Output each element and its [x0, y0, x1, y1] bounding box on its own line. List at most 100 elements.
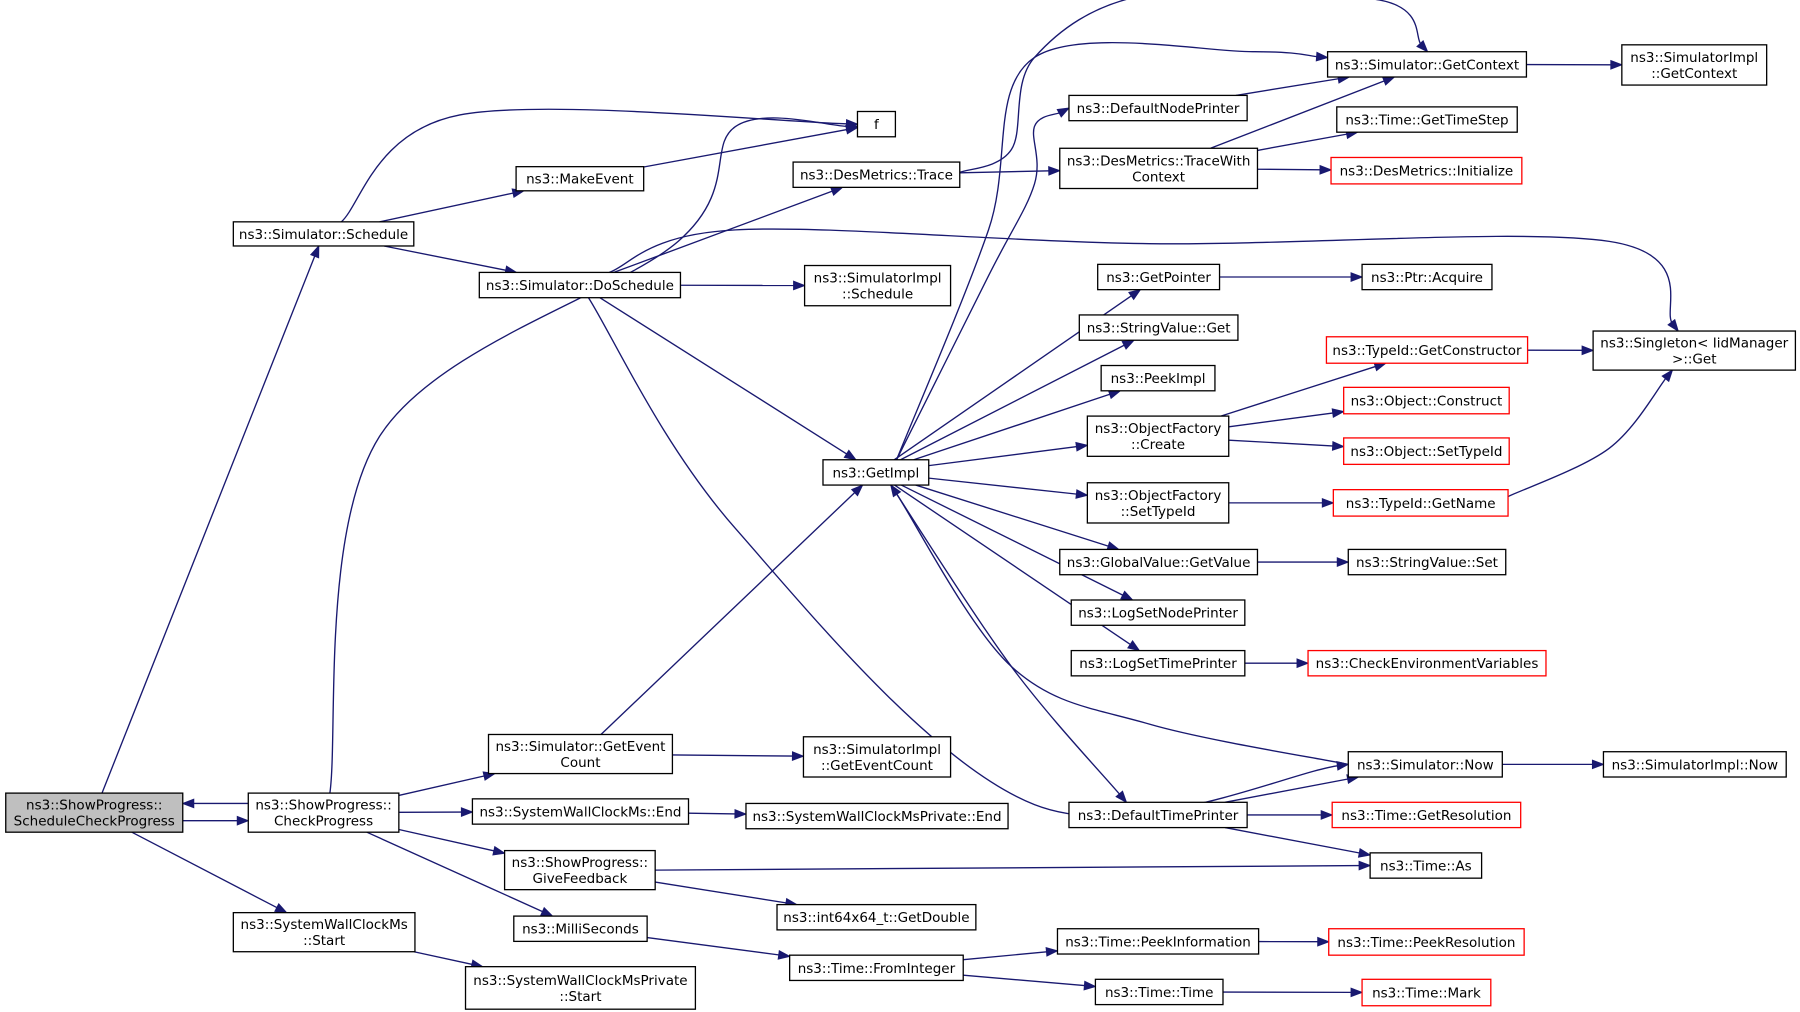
node-sim-getcontext[interactable]: ns3::Simulator::GetContext [1326, 51, 1528, 78]
edge-getimpl-to-objfactory_settypeid [928, 477, 1079, 495]
node-checkprogress[interactable]: ns3::ShowProgress::CheckProgress [247, 792, 400, 833]
edge-getimpl-to-sim_getcontext [895, 41, 1319, 461]
node-box [822, 459, 930, 486]
node-swcmsp-start[interactable]: ns3::SystemWallClockMsPrivate::Start [464, 966, 697, 1010]
node-label: ns3::Time::As [1380, 859, 1472, 875]
node-logsettimeprinter[interactable]: ns3::LogSetTimePrinter [1070, 649, 1246, 677]
node-label: ns3::Object::SetTypeId [1350, 444, 1502, 460]
edge-sched-to-doschedule [383, 245, 508, 272]
node-time-time[interactable]: ns3::Time::Time [1094, 978, 1224, 1006]
edge-deftimeprinter-to-time_as [1224, 826, 1362, 854]
node-box [803, 264, 952, 307]
arrowhead-givefeedback-to-time_as [1358, 860, 1372, 871]
arrowhead-root-to-checkprogress [236, 815, 250, 826]
node-objfactory-create[interactable]: ns3::ObjectFactory::Create [1086, 415, 1230, 457]
node-box [1326, 51, 1528, 78]
node-int64-getdouble[interactable]: ns3::int64x64_t::GetDouble [776, 903, 977, 931]
node-label: ns3::SimulatorImpl [814, 271, 942, 287]
node-typeid-getconstructor[interactable]: ns3::TypeId::GetConstructor [1325, 336, 1529, 364]
edge-desm_trace-to-sim_getcontext [959, 0, 1422, 174]
node-time-mark[interactable]: ns3::Time::Mark [1361, 978, 1492, 1007]
node-sim-now[interactable]: ns3::Simulator::Now [1347, 751, 1503, 778]
node-desm-trace[interactable]: ns3::DesMetrics::Trace [792, 161, 961, 189]
node-time-peekinfo[interactable]: ns3::Time::PeekInformation [1056, 928, 1260, 955]
node-object-construct[interactable]: ns3::Object::Construct [1343, 386, 1510, 415]
node-object-settypeid[interactable]: ns3::Object::SetTypeId [1343, 437, 1510, 466]
node-swcms-end[interactable]: ns3::SystemWallClockMs::End [471, 798, 690, 825]
node-doschedule[interactable]: ns3::Simulator::DoSchedule [478, 271, 682, 299]
edge-objfactory_create-to-typeid_getconstructor [1220, 365, 1378, 417]
node-givefeedback[interactable]: ns3::ShowProgress::GiveFeedback [503, 849, 656, 891]
arrowhead-desm_trace-to-desm_tracectx [1048, 165, 1062, 176]
node-label: ns3::Simulator::Now [1357, 757, 1494, 773]
node-simimpl-sched[interactable]: ns3::SimulatorImpl::Schedule [803, 264, 952, 307]
arrowhead-time_time-to-time_mark [1350, 987, 1364, 998]
node-label: ns3::SystemWallClockMs::End [479, 804, 681, 820]
node-millis[interactable]: ns3::MilliSeconds [513, 915, 648, 943]
node-getimpl[interactable]: ns3::GetImpl [822, 459, 930, 486]
node-box [1602, 751, 1787, 778]
node-peekimpl[interactable]: ns3::PeekImpl [1100, 364, 1216, 392]
edge-getimpl-to-stringvalue_get [900, 343, 1126, 461]
node-label: ns3::LogSetNodePrinter [1078, 606, 1238, 622]
node-globalvalue-getvalue[interactable]: ns3::GlobalValue::GetValue [1059, 548, 1259, 576]
arrowhead-getimpl-to-peekimpl [1107, 389, 1122, 400]
node-singleton-get[interactable]: ns3::Singleton< IidManager >::Get [1592, 330, 1797, 371]
node-sched[interactable]: ns3::Simulator::Schedule [232, 221, 415, 247]
node-typeid-getname[interactable]: ns3::TypeId::GetName [1332, 489, 1509, 517]
node-simimpl-getevcount[interactable]: ns3::SimulatorImpl::GetEventCount [802, 736, 952, 778]
arrowhead-objfactory_settypeid-to-typeid_getname [1321, 497, 1335, 508]
node-simimpl-now[interactable]: ns3::SimulatorImpl::Now [1602, 751, 1787, 778]
node-box [1070, 599, 1246, 626]
node-box [1336, 106, 1518, 133]
arrowhead-root-to-swcms_start [274, 902, 288, 914]
edge-doschedule-to-singleton_get [608, 228, 1674, 325]
node-time-getresolution[interactable]: ns3::Time::GetResolution [1331, 801, 1522, 829]
node-label: ::Create [1131, 437, 1185, 453]
node-label: ns3::Time::GetResolution [1341, 808, 1511, 824]
node-label: >::Get [1672, 352, 1716, 368]
node-time-gettimestep[interactable]: ns3::Time::GetTimeStep [1336, 106, 1518, 133]
node-label: ns3::GetImpl [832, 465, 919, 481]
arrowhead-checkprogress-to-millis [539, 906, 554, 917]
node-time-as[interactable]: ns3::Time::As [1369, 852, 1483, 879]
arrowhead-getimpl-to-logsettimeprinter [1127, 640, 1141, 652]
node-stringvalue-get[interactable]: ns3::StringValue::Get [1078, 314, 1239, 341]
node-getevcount[interactable]: ns3::Simulator::GetEventCount [487, 733, 674, 775]
node-f[interactable]: f [856, 110, 897, 138]
node-logsetnodeprinter[interactable]: ns3::LogSetNodePrinter [1070, 599, 1246, 626]
arrowhead-logsettimeprinter-to-checkenvvars [1296, 658, 1310, 669]
node-label: ns3::DefaultNodePrinter [1077, 101, 1240, 117]
edge-defnodeprinter-to-sim_getcontext [1235, 77, 1341, 97]
node-label: ::GetEventCount [821, 758, 933, 774]
node-checkenvvars[interactable]: ns3::CheckEnvironmentVariables [1307, 649, 1547, 677]
arrowhead-checkprogress-to-f [845, 121, 859, 132]
node-ptr-acquire[interactable]: ns3::Ptr::Acquire [1361, 263, 1493, 291]
node-objfactory-settypeid[interactable]: ns3::ObjectFactory::SetTypeId [1086, 482, 1230, 524]
node-label: ns3::Ptr::Acquire [1371, 270, 1483, 286]
arrowhead-getimpl-to-getpointer [1128, 288, 1142, 301]
node-label: ns3::MakeEvent [526, 172, 634, 188]
node-time-peekresolution[interactable]: ns3::Time::PeekResolution [1328, 928, 1525, 956]
edge-doschedule-to-getimpl [599, 297, 849, 456]
node-stringvalue-set[interactable]: ns3::StringValue::Set [1347, 548, 1507, 576]
node-label: ns3::Simulator::GetEvent [495, 739, 665, 755]
edge-deftimeprinter-to-sim_now [1224, 778, 1350, 803]
node-makeevent[interactable]: ns3::MakeEvent [515, 166, 645, 192]
node-defnodeprinter[interactable]: ns3::DefaultNodePrinter [1068, 94, 1248, 122]
arrowhead-getimpl-to-objfactory_settypeid [1075, 489, 1089, 499]
edge-objfactory_create-to-object_settypeid [1228, 439, 1335, 447]
node-getpointer[interactable]: ns3::GetPointer [1097, 263, 1221, 291]
node-label: ns3::Simulator::Schedule [239, 227, 408, 243]
node-time-fromint[interactable]: ns3::Time::FromInteger [789, 954, 964, 982]
node-label: ns3::Time::PeekResolution [1337, 935, 1515, 951]
node-box [478, 271, 682, 299]
arrowhead-deftimeprinter-to-time_as [1357, 848, 1372, 858]
node-desm-init[interactable]: ns3::DesMetrics::Initialize [1330, 156, 1523, 185]
node-swcms-start[interactable]: ns3::SystemWallClockMs::Start [232, 911, 416, 953]
node-swcmsp-end[interactable]: ns3::SystemWallClockMsPrivate::End [745, 802, 1009, 830]
node-simimpl-getcontext[interactable]: ns3::SimulatorImpl::GetContext [1621, 44, 1768, 86]
edge-checkprogress-to-millis [366, 831, 545, 913]
node-deftimeprinter[interactable]: ns3::DefaultTimePrinter [1068, 801, 1248, 829]
